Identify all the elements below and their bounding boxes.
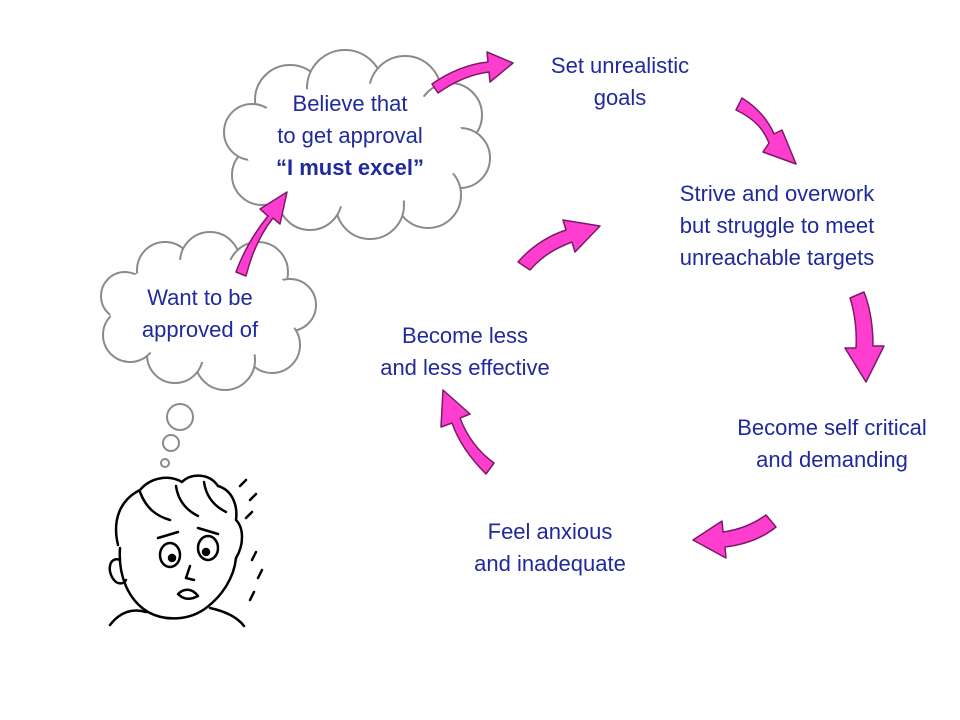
arrow-goals-to-strive: [735, 97, 797, 165]
cloud-want-approval: [100, 231, 317, 391]
worried-person-icon: [108, 474, 264, 628]
stage-line: goals: [593, 85, 647, 110]
stage-line: and less effective: [380, 355, 550, 380]
stage-anxious: Feel anxious and inadequate: [440, 516, 660, 580]
arrow-less-to-strive: [517, 219, 601, 271]
stage-self-critical: Become self critical and demanding: [712, 412, 952, 476]
stage-line: Become self critical: [737, 415, 927, 440]
want-approval-text: Want to be approved of: [110, 282, 290, 346]
stage-line: Feel anxious: [487, 519, 613, 544]
stage-line: and inadequate: [474, 551, 626, 576]
stage-line: unreachable targets: [679, 245, 875, 270]
stage-line: Become less: [402, 323, 528, 348]
stage-strive: Strive and overwork but struggle to meet…: [652, 178, 902, 274]
arrow-anxious-to-less: [440, 389, 495, 475]
arrow-believe-to-goals: [431, 51, 514, 94]
stage-set-goals: Set unrealistic goals: [520, 50, 720, 114]
stage-line: Set unrealistic: [550, 53, 690, 78]
believe-line-2: to get approval: [277, 123, 423, 148]
cloud-believe: [223, 49, 491, 240]
want-line-2: approved of: [141, 317, 259, 342]
stage-less-effective: Become less and less effective: [350, 320, 580, 384]
thought-bubbles: [160, 403, 194, 468]
believe-line-1: Believe that: [292, 91, 408, 116]
stage-line: and demanding: [756, 447, 908, 472]
arrow-strive-to-critical: [844, 291, 885, 383]
stage-line: but struggle to meet: [679, 213, 875, 238]
arrow-want-to-believe: [235, 191, 288, 277]
cycle-arrows: [235, 51, 885, 559]
believe-line-3: “I must excel”: [276, 155, 424, 180]
believe-text: Believe that to get approval “I must exc…: [250, 88, 450, 184]
want-line-1: Want to be: [147, 285, 253, 310]
arrow-critical-to-anxious: [692, 514, 777, 559]
stage-line: Strive and overwork: [679, 181, 875, 206]
